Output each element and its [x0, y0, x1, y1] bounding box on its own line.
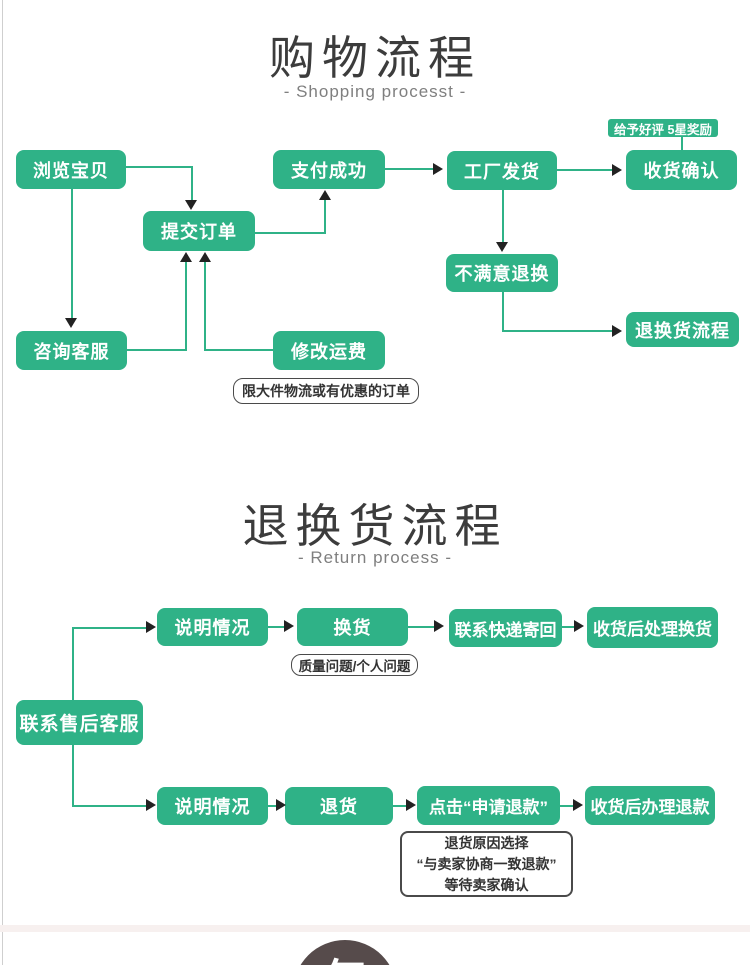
node-contact-courier: 联系快递寄回	[449, 609, 562, 647]
connector-browse-to-submit-v	[191, 166, 193, 200]
arrowhead-freight-into-submit	[199, 252, 211, 262]
arrowhead-into-courier	[434, 620, 444, 632]
node-consult-service: 咨询客服	[16, 331, 127, 370]
connector-courier-to-handleexchange	[562, 626, 576, 628]
refund-note-line1: 退货原因选择	[444, 834, 529, 851]
node-contact-aftersales: 联系售后客服	[16, 700, 143, 745]
arrowhead-into-consult	[65, 318, 77, 328]
connector-consult-v	[185, 262, 187, 351]
connector-unsatisfied-down	[502, 292, 504, 332]
shopping-title: 购物流程	[269, 32, 481, 84]
arrowhead-into-submit-top	[185, 200, 197, 210]
connector-ship-to-receive	[557, 169, 612, 171]
refund-note-line2: “与卖家协商一致退款”	[416, 855, 557, 872]
note-freight-condition: 限大件物流或有优惠的订单	[233, 378, 419, 404]
connector-submit-to-pay-v	[324, 200, 326, 234]
arrowhead-into-applyrefund	[406, 799, 416, 811]
connector-consult-h	[127, 349, 187, 351]
refund-note-line3: 等待卖家确认	[444, 876, 529, 893]
connector-contact-up-h	[72, 627, 148, 629]
node-click-apply-refund: 点击“申请退款”	[417, 786, 560, 825]
connector-freight-h	[205, 349, 273, 351]
node-handle-exchange-after-receipt: 收货后处理换货	[587, 607, 718, 648]
arrowhead-into-return	[276, 799, 286, 811]
return-title: 退换货流程	[242, 500, 508, 552]
label-review-reward: 给予好评 5星奖励	[608, 119, 718, 137]
node-unsatisfied-return: 不满意退换	[446, 254, 558, 292]
node-browse-items: 浏览宝贝	[16, 150, 126, 189]
connector-applyrefund-to-handlerefund	[560, 805, 575, 807]
arrowhead-into-explain-top	[146, 621, 156, 633]
node-exchange: 换货	[297, 608, 408, 646]
arrowhead-into-handlerefund	[573, 799, 583, 811]
arrowhead-into-returnflow	[612, 325, 622, 337]
arrowhead-into-unsatisfied	[496, 242, 508, 252]
arrowhead-into-pay-bottom	[319, 190, 331, 200]
arrowhead-into-exchange	[284, 620, 294, 632]
connector-freight-v	[204, 262, 206, 351]
footer-divider-band	[0, 925, 750, 932]
footer-badge-icon: 气	[293, 940, 397, 965]
node-factory-ship: 工厂发货	[447, 151, 557, 190]
connector-contact-down-h	[72, 805, 148, 807]
connector-reward-to-receive	[681, 137, 683, 151]
node-return-goods: 退货	[285, 787, 393, 825]
connector-return-to-applyrefund	[393, 805, 408, 807]
note-exchange-reason: 质量问题/个人问题	[291, 654, 418, 676]
node-explain-situation-top: 说明情况	[157, 608, 268, 646]
node-submit-order: 提交订单	[143, 211, 255, 251]
node-modify-freight: 修改运费	[273, 331, 385, 370]
arrowhead-into-receive	[612, 164, 622, 176]
connector-exchange-to-courier	[408, 626, 436, 628]
left-border-line	[2, 0, 3, 965]
return-subtitle: - Return process -	[297, 548, 453, 567]
connector-submit-to-pay-h	[255, 232, 325, 234]
connector-browse-to-submit-h	[126, 166, 193, 168]
node-return-process-link: 退换货流程	[626, 312, 739, 347]
node-handle-refund-after-receipt: 收货后办理退款	[585, 786, 715, 825]
connector-explain-to-return	[268, 805, 278, 807]
connector-explain-to-exchange	[268, 626, 286, 628]
badge-glyph: 气	[324, 946, 366, 965]
node-payment-success: 支付成功	[273, 150, 385, 189]
shopping-subtitle: - Shopping processt -	[283, 82, 467, 101]
connector-pay-to-ship	[385, 168, 433, 170]
arrowhead-into-handleexchange	[574, 620, 584, 632]
connector-browse-to-consult	[71, 189, 73, 318]
connector-ship-to-unsatisfied	[502, 190, 504, 242]
node-explain-situation-bottom: 说明情况	[157, 787, 268, 825]
node-confirm-receipt: 收货确认	[626, 150, 737, 190]
connector-unsatisfied-to-returnflow	[502, 330, 612, 332]
arrowhead-into-explain-bottom	[146, 799, 156, 811]
note-refund-reason: 退货原因选择 “与卖家协商一致退款” 等待卖家确认	[400, 831, 573, 897]
connector-contact-up-v	[72, 628, 74, 700]
arrowhead-consult-into-submit	[180, 252, 192, 262]
connector-contact-down-v	[72, 745, 74, 806]
arrowhead-into-ship	[433, 163, 443, 175]
